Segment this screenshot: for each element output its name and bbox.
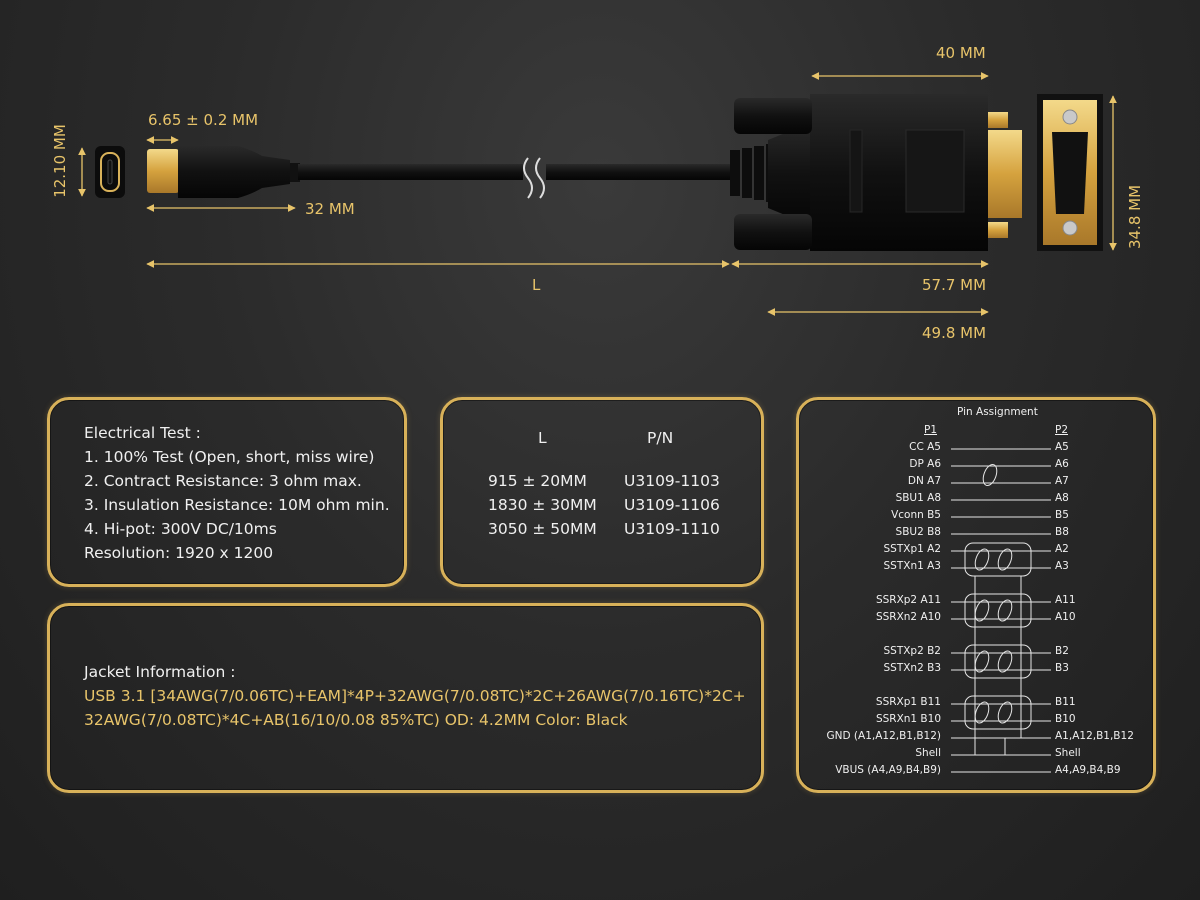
pin-label-right: B11 bbox=[1055, 696, 1076, 708]
pin-label-right: A10 bbox=[1055, 611, 1076, 623]
pn-cell: U3109-1110 bbox=[624, 520, 720, 538]
vga-body-label: 49.8 MM bbox=[922, 324, 987, 342]
jacket-spec-line: USB 3.1 [34AWG(7/0.06TC)+EAM]*4P+32AWG(7… bbox=[84, 687, 746, 705]
jacket-info-panel: Jacket Information : USB 3.1 [34AWG(7/0.… bbox=[47, 603, 764, 793]
pin-label-right: A1,A12,B1,B12 bbox=[1055, 730, 1134, 742]
pin-label-right: B2 bbox=[1055, 645, 1069, 657]
electrical-test-item: 3. Insulation Resistance: 10M ohm min. bbox=[84, 496, 390, 514]
pin-label-right: A11 bbox=[1055, 594, 1076, 606]
pin-label-left: DP A6 bbox=[909, 458, 941, 470]
pin-label-left: SSTXp1 A2 bbox=[883, 543, 941, 555]
cable bbox=[298, 157, 732, 199]
pin-label-right: A4,A9,B4,B9 bbox=[1055, 764, 1121, 776]
pin-label-right: A6 bbox=[1055, 458, 1069, 470]
shield-cylinder bbox=[964, 695, 1032, 730]
twisted-pair-marker bbox=[982, 463, 998, 487]
pin-label-left: Shell bbox=[915, 747, 941, 759]
part-number-panel: L P/N 915 ± 20MM U3109-1103 1830 ± 30MM … bbox=[440, 397, 764, 587]
twisted-pair-marker bbox=[997, 548, 1013, 571]
twisted-pair-marker bbox=[974, 548, 990, 571]
pin-label-left: VBUS (A4,A9,B4,B9) bbox=[835, 764, 941, 776]
jacket-title: Jacket Information : bbox=[84, 663, 236, 681]
length-cell: 915 ± 20MM bbox=[488, 472, 587, 490]
pin-label-left: SSRXp2 A11 bbox=[875, 594, 941, 606]
pin-label-left: DN A7 bbox=[907, 475, 941, 487]
length-cell: 1830 ± 30MM bbox=[488, 496, 597, 514]
pin-label-left: SBU2 B8 bbox=[895, 526, 941, 538]
cable-illustration bbox=[78, 72, 1117, 316]
electrical-test-item: 4. Hi-pot: 300V DC/10ms bbox=[84, 520, 277, 538]
plug-length-label: 32 MM bbox=[305, 200, 355, 218]
twisted-pair-marker bbox=[997, 599, 1013, 622]
tip-width-label: 6.65 ± 0.2 MM bbox=[148, 111, 259, 129]
twisted-pair-marker bbox=[974, 650, 990, 673]
pin-label-left: SSTXn2 B3 bbox=[883, 662, 942, 674]
typec-height-label: 12.10 MM bbox=[51, 124, 69, 198]
width-40-label: 40 MM bbox=[936, 44, 986, 62]
vga-face-view bbox=[1037, 94, 1103, 251]
pin-label-right: Shell bbox=[1055, 747, 1081, 759]
shield-cylinder bbox=[964, 593, 1032, 628]
typec-end-view bbox=[95, 146, 125, 198]
electrical-test-title: Electrical Test : bbox=[84, 424, 201, 442]
pin-label-left: GND (A1,A12,B1,B12) bbox=[826, 730, 941, 742]
pin-label-right: A3 bbox=[1055, 560, 1069, 572]
pin-label-right: B3 bbox=[1055, 662, 1069, 674]
length-cell: 3050 ± 50MM bbox=[488, 520, 597, 538]
twisted-pair-marker bbox=[974, 599, 990, 622]
pin-label-right: B5 bbox=[1055, 509, 1069, 521]
pin-label-left: SBU1 A8 bbox=[895, 492, 941, 504]
pn-column-header: P/N bbox=[647, 429, 674, 447]
vga-connector bbox=[730, 94, 1022, 251]
pin-label-left: SSTXp2 B2 bbox=[883, 645, 941, 657]
pin-label-right: B8 bbox=[1055, 526, 1069, 538]
pin-label-left: SSTXn1 A3 bbox=[883, 560, 941, 572]
pin-label-right: A7 bbox=[1055, 475, 1069, 487]
twisted-pair-marker bbox=[997, 650, 1013, 673]
p2-header: P2 bbox=[1055, 424, 1069, 436]
pin-label-left: SSRXp1 B11 bbox=[875, 696, 941, 708]
pin-label-right: A2 bbox=[1055, 543, 1069, 555]
typec-plug bbox=[147, 146, 300, 198]
pin-label-right: B10 bbox=[1055, 713, 1076, 725]
twisted-pair-marker bbox=[974, 701, 990, 724]
vga-length-label: 57.7 MM bbox=[922, 276, 987, 294]
jacket-spec-line: 32AWG(7/0.08TC)*4C+AB(16/10/0.08 85%TC) … bbox=[84, 711, 628, 729]
pin-label-left: SSRXn2 A10 bbox=[875, 611, 941, 623]
length-column-header: L bbox=[538, 429, 547, 447]
length-label: L bbox=[532, 276, 541, 294]
pin-assignment-panel: Pin Assignment P1 P2 CC A5 A5 DP A6 A6 DN A7… bbox=[796, 397, 1156, 793]
electrical-test-item: 2. Contract Resistance: 3 ohm max. bbox=[84, 472, 362, 490]
shield-cylinder bbox=[964, 644, 1032, 679]
pin-label-left: Vconn B5 bbox=[891, 509, 941, 521]
pin-label-right: A5 bbox=[1055, 441, 1069, 453]
shield-cylinder bbox=[964, 542, 1032, 577]
pin-assignment-title: Pin Assignment bbox=[957, 406, 1038, 418]
electrical-test-item: 1. 100% Test (Open, short, miss wire) bbox=[84, 448, 375, 466]
electrical-test-item: Resolution: 1920 x 1200 bbox=[84, 544, 274, 562]
twisted-pair-marker bbox=[997, 701, 1013, 724]
pin-wiring-diagram bbox=[951, 448, 1051, 773]
p1-header: P1 bbox=[924, 424, 938, 436]
pin-label-right: A8 bbox=[1055, 492, 1069, 504]
pn-cell: U3109-1103 bbox=[624, 472, 720, 490]
electrical-test-panel: Electrical Test : 1. 100% Test (Open, sh… bbox=[47, 397, 407, 587]
pin-label-left: CC A5 bbox=[909, 441, 941, 453]
pn-cell: U3109-1106 bbox=[624, 496, 720, 514]
pin-label-left: SSRXn1 B10 bbox=[875, 713, 941, 725]
vga-height-label: 34.8 MM bbox=[1126, 184, 1144, 250]
